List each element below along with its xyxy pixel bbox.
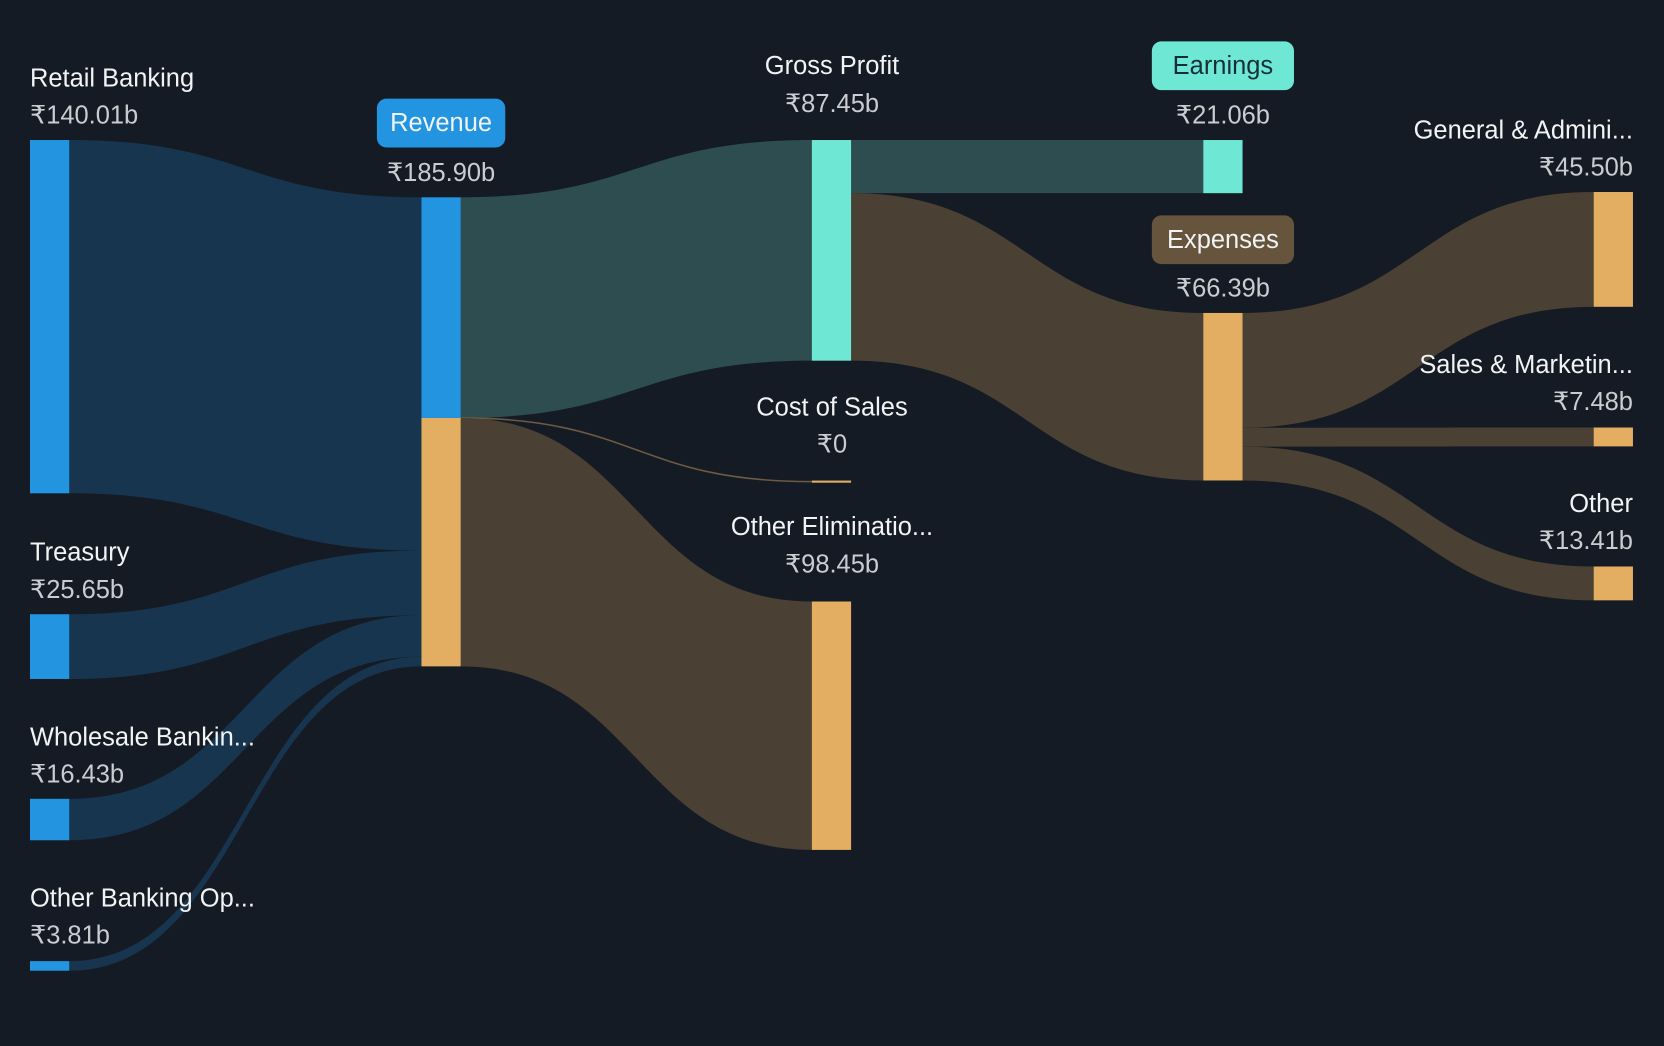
node-value-expenses: ₹66.39b <box>1176 275 1270 303</box>
node-name-sm: Sales & Marketin... <box>1419 351 1633 379</box>
link-expenses-to-other <box>1242 446 1594 601</box>
node-value-ga: ₹45.50b <box>1539 154 1633 182</box>
node-bar-earnings[interactable] <box>1203 140 1243 194</box>
node-pill-earnings <box>1151 41 1295 91</box>
link-retail-to-revenue <box>69 140 422 551</box>
link-revenue-to-oe <box>460 417 812 850</box>
links-layer <box>69 140 1594 971</box>
node-bar-revenue-costs[interactable] <box>421 417 461 667</box>
node-name-wholesale: Wholesale Bankin... <box>30 723 255 751</box>
node-bar-otherbank[interactable] <box>29 961 70 971</box>
link-revenue-to-gp <box>460 140 812 418</box>
node-bar-revenue-profit[interactable] <box>421 197 461 418</box>
node-bar-treasury[interactable] <box>29 614 70 679</box>
link-treasury-to-revenue <box>69 550 422 679</box>
node-value-other: ₹13.41b <box>1539 527 1633 555</box>
node-value-retail: ₹140.01b <box>30 102 138 130</box>
link-wholesale-to-revenue <box>69 615 422 841</box>
link-expenses-to-ga <box>1242 192 1594 428</box>
node-name-cos: Cost of Sales <box>756 393 907 421</box>
node-pill-revenue <box>376 98 506 148</box>
node-name-oe: Other Eliminatio... <box>731 513 933 541</box>
link-gp-to-expenses <box>851 193 1204 481</box>
node-value-earnings: ₹21.06b <box>1176 102 1270 130</box>
node-bar-sm[interactable] <box>1593 427 1633 447</box>
node-value-cos: ₹0 <box>817 430 847 458</box>
node-value-revenue: ₹185.90b <box>387 159 495 187</box>
nodes-layer <box>29 140 1633 971</box>
node-name-otherbank: Other Banking Op... <box>30 885 255 913</box>
node-name-revenue: Revenue <box>390 109 492 137</box>
link-otherbank-to-revenue <box>69 656 422 971</box>
node-bar-gp[interactable] <box>811 140 852 361</box>
node-name-expenses: Expenses <box>1167 226 1279 254</box>
node-name-other: Other <box>1569 490 1633 518</box>
node-value-gp: ₹87.45b <box>785 90 879 118</box>
link-expenses-to-sm <box>1242 427 1594 447</box>
node-value-otherbank: ₹3.81b <box>30 922 110 950</box>
node-bar-retail[interactable] <box>29 140 70 494</box>
node-value-oe: ₹98.45b <box>785 550 879 578</box>
node-name-earnings: Earnings <box>1173 52 1273 80</box>
node-value-sm: ₹7.48b <box>1553 388 1633 416</box>
node-bar-wholesale[interactable] <box>29 798 70 841</box>
node-bar-oe[interactable] <box>811 601 852 850</box>
node-bar-expenses[interactable] <box>1203 312 1243 481</box>
link-gp-to-earnings <box>851 140 1204 194</box>
node-name-retail: Retail Banking <box>30 65 194 93</box>
link-revenue-to-cos <box>460 417 812 483</box>
node-value-treasury: ₹25.65b <box>30 576 124 604</box>
node-bar-ga[interactable] <box>1593 192 1633 307</box>
node-value-wholesale: ₹16.43b <box>30 760 124 788</box>
node-name-ga: General & Admini... <box>1414 116 1633 144</box>
node-name-gp: Gross Profit <box>765 52 899 80</box>
node-name-treasury: Treasury <box>30 539 130 567</box>
node-pill-expenses <box>1151 215 1295 265</box>
node-bar-other[interactable] <box>1593 566 1633 601</box>
node-bar-cos[interactable] <box>811 480 852 483</box>
